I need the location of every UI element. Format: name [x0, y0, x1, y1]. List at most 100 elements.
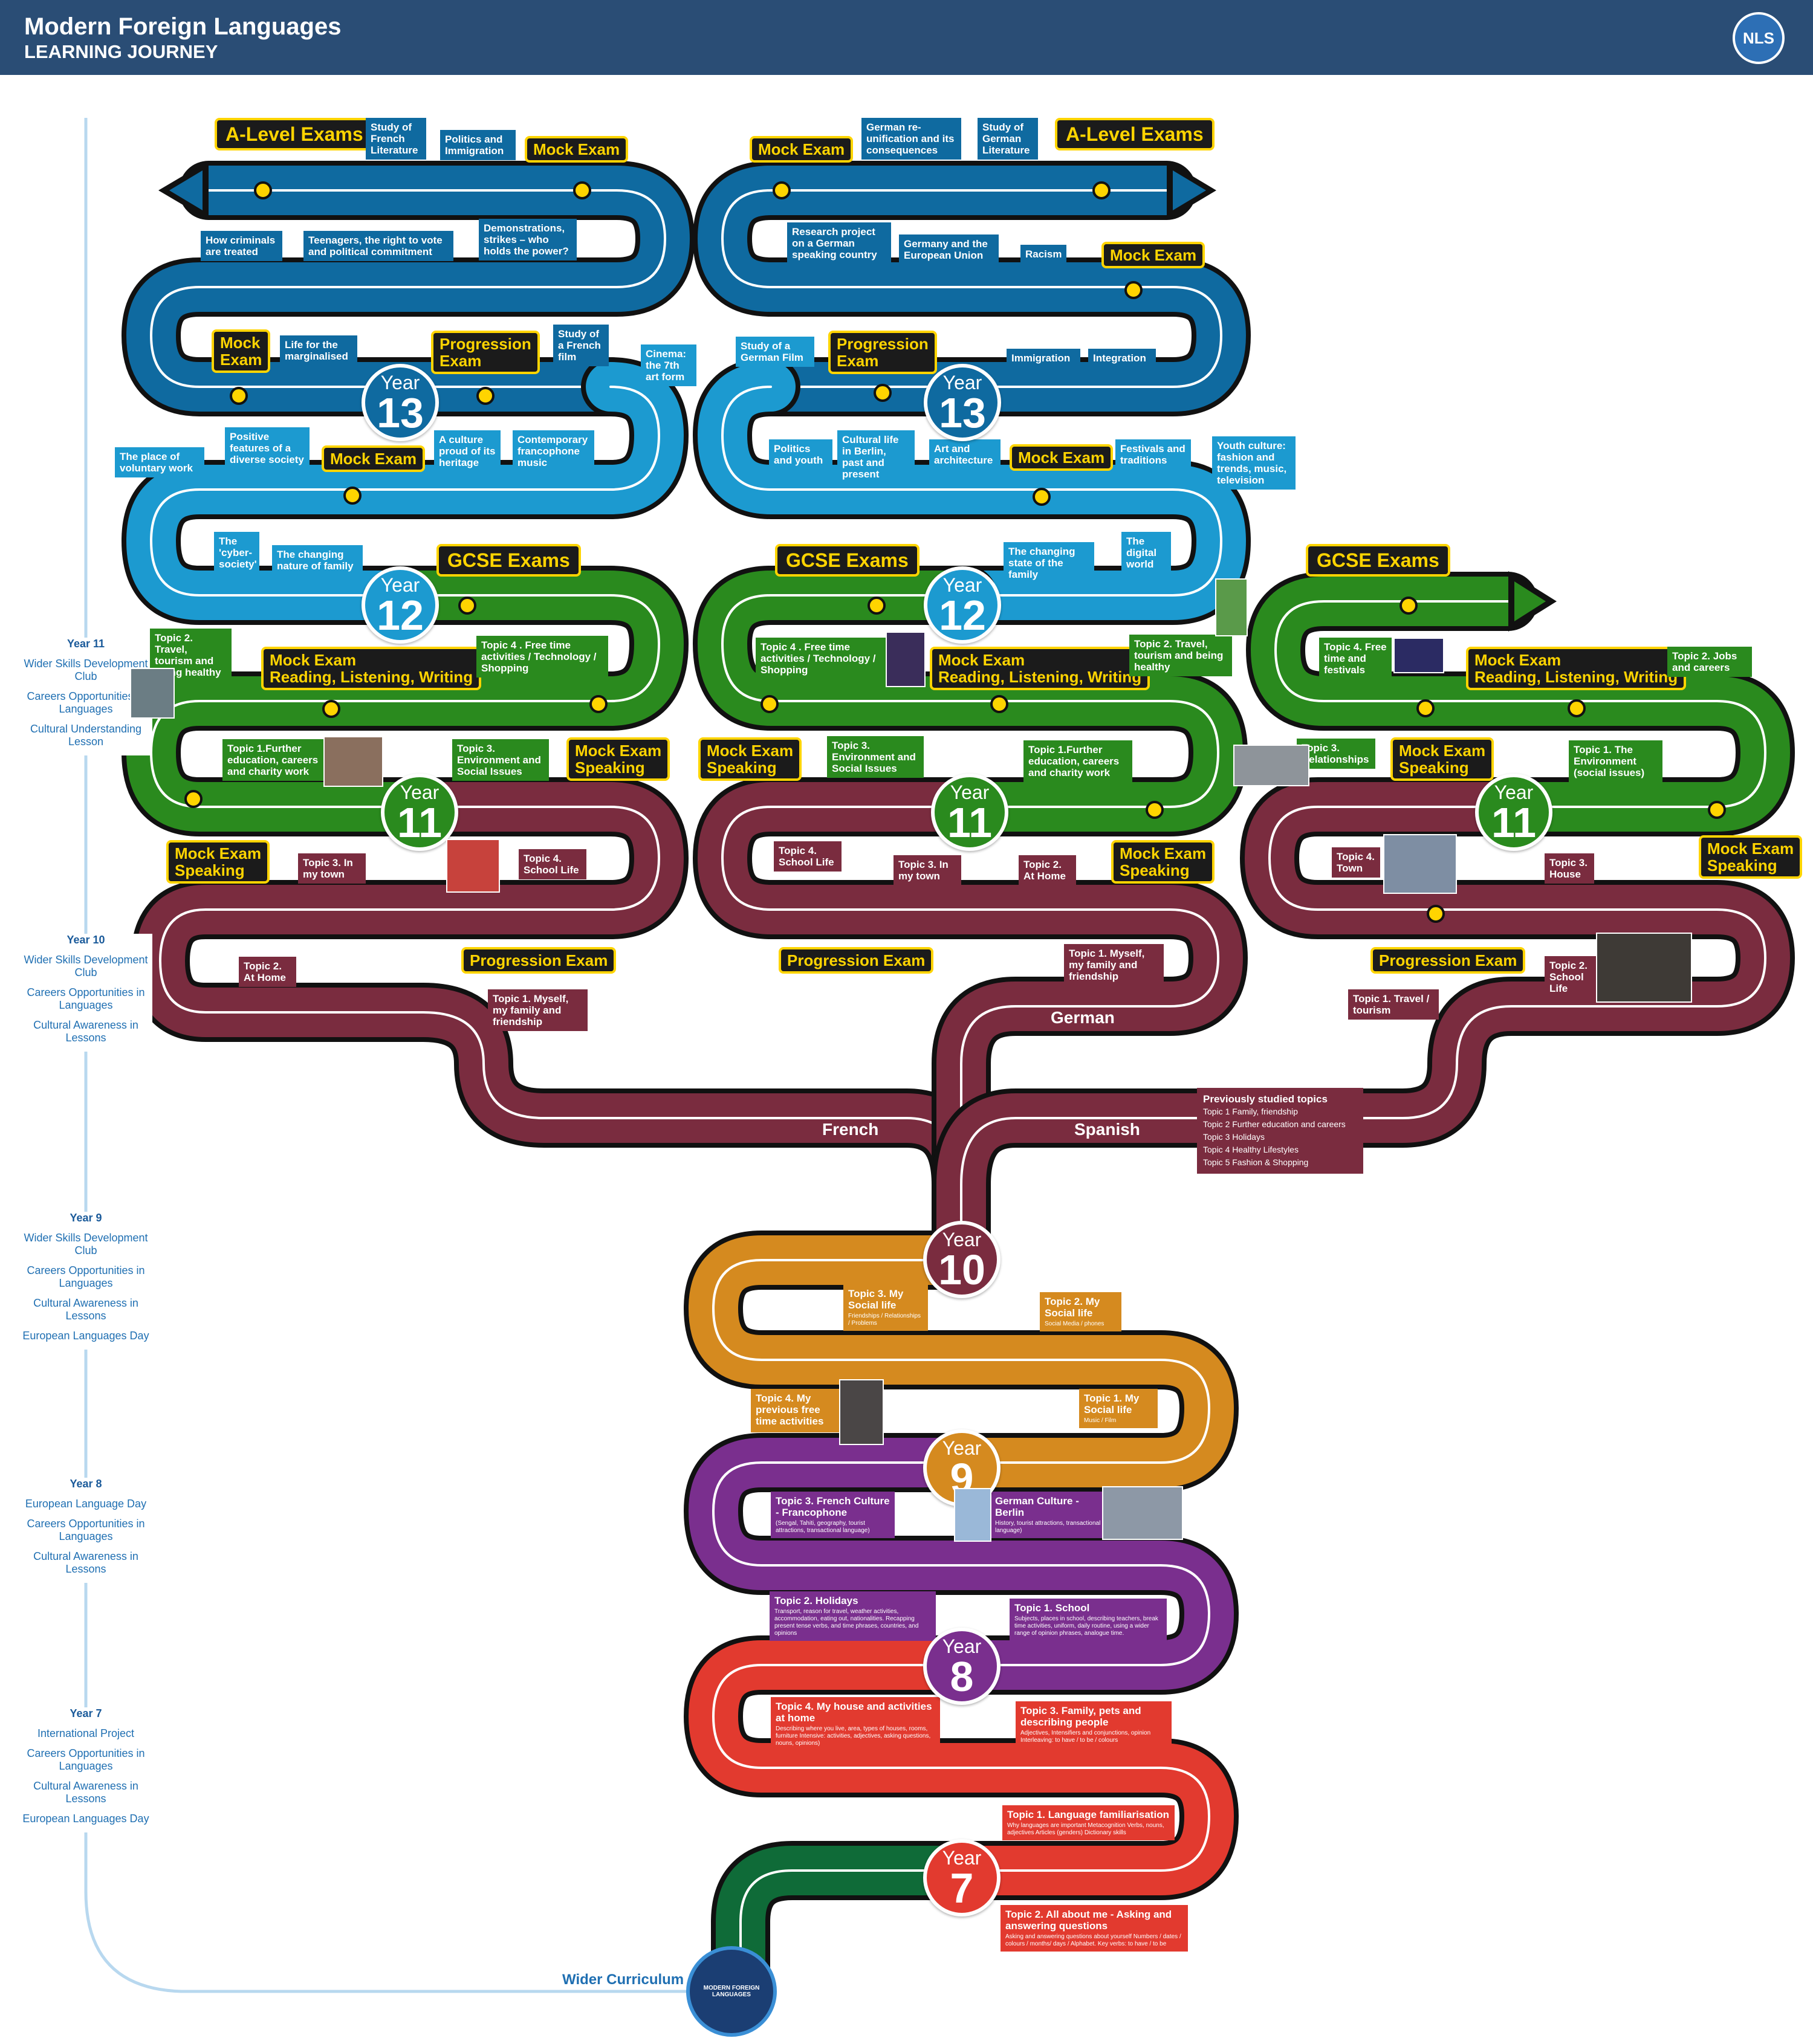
year-number: 11 — [397, 799, 442, 846]
y9-topic-title: Topic 2. My Social life — [1045, 1296, 1100, 1319]
year-number: 11 — [1491, 799, 1536, 846]
milestone-dot — [1092, 181, 1111, 199]
spanish-y10-topic: Topic 2. School Life — [1545, 956, 1602, 998]
y8-topic-title: Topic 3. French Culture - Francophone — [776, 1495, 890, 1518]
german-mock-exam: Mock Exam — [750, 136, 854, 163]
road-french-y10 — [131, 777, 991, 1290]
road-year9 — [684, 1231, 1239, 1492]
sidebar-year-label: Year 11 — [66, 638, 105, 650]
y9-topic-title: Topic 4. My previous free time activitie… — [756, 1392, 824, 1427]
sidebar-year-label: Year 8 — [70, 1478, 102, 1490]
french-y10-topic: Topic 1. Myself, my family and friendshi… — [488, 989, 588, 1031]
previously-title: Previously studied topics — [1203, 1093, 1328, 1105]
german-y13-topic: Racism — [1020, 245, 1066, 264]
german-y11-topic: Topic 4 . Free time activities / Technol… — [756, 638, 887, 679]
year-word: Year — [400, 781, 439, 803]
german-y13-topic: Study of German Literature — [978, 118, 1038, 160]
y7-topic-sub: Adjectives, Intensifiers and conjunction… — [1020, 1730, 1151, 1744]
german-y12-topic: The digital world — [1121, 532, 1171, 574]
german-progression-exam: Progression Exam — [779, 947, 934, 974]
french-progression-exam: Progression Exam — [431, 331, 540, 374]
y8-topic-title: Topic 2. Holidays — [774, 1595, 858, 1606]
german-mock-speaking: Mock Exam Speaking — [1111, 840, 1215, 884]
german-alevel-exams: A-Level Exams — [1055, 118, 1215, 150]
road-spanish-y11 — [1246, 572, 1795, 836]
milestone-dot — [761, 695, 779, 713]
german-gcse-exams: GCSE Exams — [775, 544, 919, 577]
year-word: Year — [1494, 781, 1534, 803]
sidebar-year10: Year 10 Wider Skills Development Club Ca… — [19, 934, 152, 1052]
previously-item: Topic 5 Fashion & Shopping — [1203, 1157, 1309, 1167]
milestone-dot — [1146, 801, 1164, 819]
year-word: Year — [942, 1437, 982, 1459]
y9-topic-sub: Music / Film — [1084, 1417, 1117, 1424]
german-y10-topic: Topic 4. School Life — [774, 841, 842, 872]
german-mock-speaking: Mock Exam Speaking — [698, 737, 802, 781]
sidebar-year-label: Year 10 — [66, 934, 105, 946]
photo-gaming — [886, 632, 926, 687]
y7-topic-sub: Why languages are important Metacognitio… — [1007, 1822, 1164, 1836]
german-mock-exam: Mock Exam — [1010, 444, 1114, 471]
y8-topic-sub: Subjects, places in school, describing t… — [1014, 1615, 1158, 1637]
spanish-mock-speaking: Mock Exam Speaking — [1699, 835, 1803, 879]
milestone-dot — [1427, 905, 1445, 923]
road-french-y11 — [122, 566, 689, 836]
milestone-dot — [589, 695, 608, 713]
sidebar-activity: Cultural Awareness in Lessons — [33, 1780, 138, 1805]
year-number: 11 — [947, 799, 992, 846]
year-number: 8 — [950, 1653, 974, 1700]
french-y13-topic: Politics and Immigration — [440, 130, 516, 160]
spanish-y10-topic: Topic 1. Travel / tourism — [1348, 989, 1439, 1020]
nls-logo: NLS — [1733, 12, 1785, 64]
road-french-y12 — [122, 357, 689, 625]
header-bar: Modern Foreign Languages LEARNING JOURNE… — [0, 0, 1813, 75]
page-title: Modern Foreign Languages — [24, 13, 342, 40]
german-y11-topic: Topic 2. Travel, tourism and being healt… — [1129, 635, 1232, 676]
sidebar-activity: European Languages Day — [22, 1330, 149, 1342]
y9-topic-title: Topic 1. My Social life — [1084, 1392, 1140, 1415]
photo-friends — [839, 1379, 884, 1445]
german-y13-topic: Immigration — [1007, 349, 1080, 367]
milestone-dot — [254, 181, 272, 199]
sidebar-activity: European Languages Day — [22, 1813, 149, 1825]
german-y13-topic: Research project on a German speaking co… — [787, 222, 891, 264]
year-number: 7 — [950, 1865, 974, 1912]
road-german-y13 — [693, 161, 1251, 416]
spanish-gcse-arrow-head-fill — [1514, 581, 1546, 621]
german-y12-topic: Festivals and traditions — [1115, 439, 1191, 470]
year-number: 12 — [377, 592, 424, 639]
wider-curriculum-label: Wider Curriculum — [562, 1971, 684, 1988]
french-y13-topic: Cinema: the 7th art form — [641, 344, 696, 386]
sidebar-activity: Careers Opportunities in Languages — [27, 986, 145, 1011]
y9-topic-title: Topic 3. My Social life — [848, 1288, 904, 1311]
road-start — [711, 1841, 991, 2012]
milestone-dot — [868, 597, 886, 615]
mfl-badge: MODERN FOREIGN LANGUAGES — [686, 1946, 777, 2037]
sidebar-activity: Careers Opportunities in Languages — [27, 1518, 145, 1542]
french-y13-topic: Teenagers, the right to vote and politic… — [303, 231, 453, 261]
french-y12-topic: The place of voluntary work — [115, 447, 204, 477]
german-y12-topic: The changing state of the family — [1004, 542, 1094, 584]
spanish-y10-topic: Topic 4. Town — [1332, 847, 1380, 878]
branch-spanish: Spanish — [1074, 1120, 1140, 1139]
milestone-dot — [773, 181, 791, 199]
milestone-dot — [1708, 801, 1726, 819]
spanish-gcse-exams: GCSE Exams — [1306, 544, 1450, 577]
spanish-mock-exam-rlw: Mock Exam Reading, Listening, Writing — [1466, 647, 1687, 690]
german-mock-exam-rlw: Mock Exam Reading, Listening, Writing — [930, 647, 1150, 690]
y8-topic-sub: History, tourist attractions, transactio… — [995, 1520, 1101, 1534]
sidebar-activity: Wider Skills Development Club — [24, 954, 148, 978]
french-mock-exam-rlw: Mock Exam Reading, Listening, Writing — [261, 647, 482, 690]
spanish-progression-exam: Progression Exam — [1370, 947, 1526, 974]
year-number: 13 — [939, 389, 986, 436]
german-alevel-arrow-head-fill — [1173, 170, 1206, 210]
